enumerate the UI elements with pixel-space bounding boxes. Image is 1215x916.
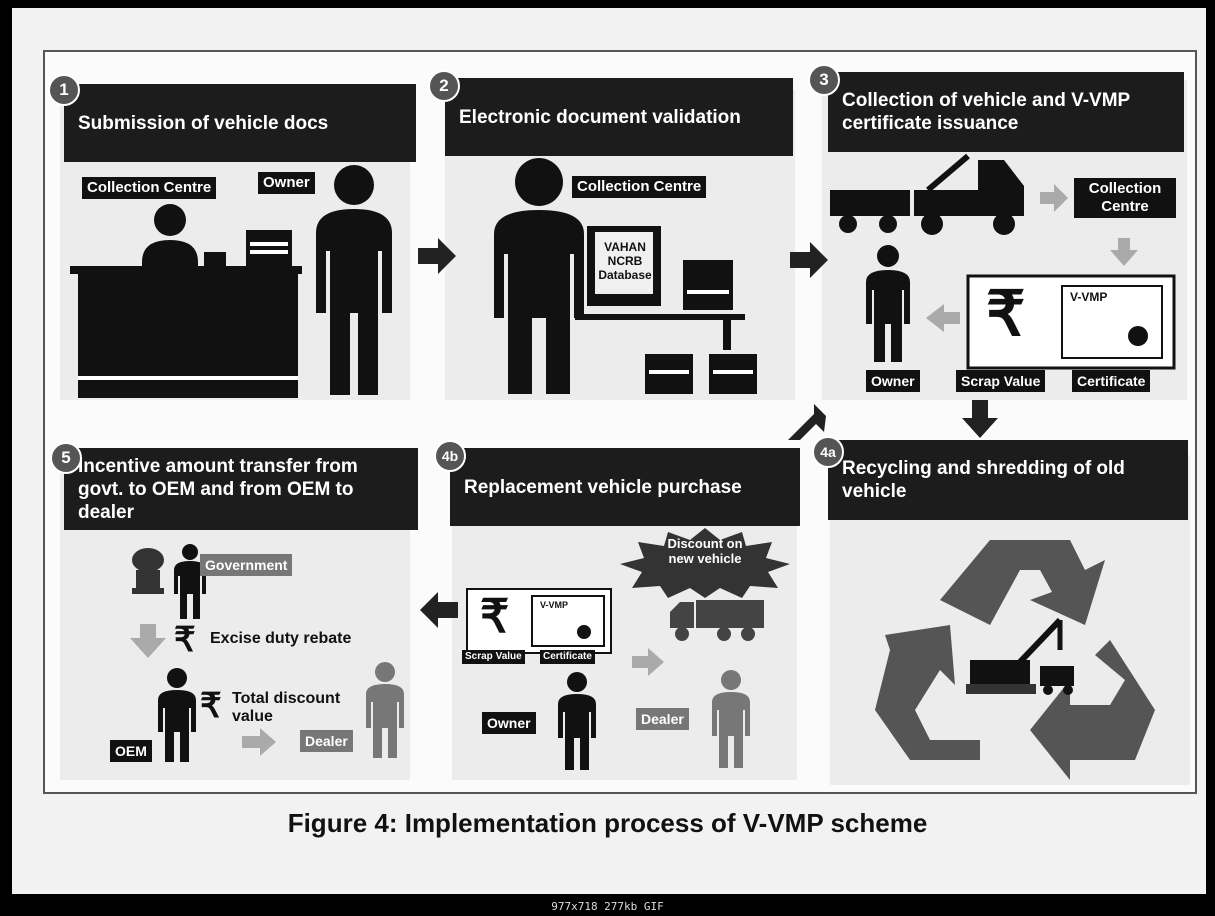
step-1-badge: 1 [48,74,80,106]
step-2-badge: 2 [428,70,460,102]
arrow-3-to-4a [962,400,998,438]
arrow-4b-to-5 [420,592,458,628]
dealer-figure-5 [366,662,404,758]
oem-figure [158,668,196,762]
vvmp-label-3: V-VMP [1070,290,1108,304]
vvmp-label-4b: V-VMP [540,600,569,610]
certificate-label-3: Certificate [1072,370,1151,392]
owner-label-3: Owner [866,370,920,392]
arrow-truck-to-centre [1040,184,1068,212]
step-3-badge: 3 [808,64,840,96]
collection-centre-label-1: Collection Centre [82,177,217,199]
certificate-box-4b [466,588,612,654]
counter-stripe [78,376,298,380]
figure-caption: Figure 4: Implementation process of V-VM… [287,808,928,838]
arrow-1-to-2 [418,238,456,274]
arrow-gov-to-oem [130,624,166,658]
step-4b-badge: 4b [434,440,466,472]
arrow-owner-to-dealer [632,648,664,676]
step-5-header: Incentive amount transfer from govt. to … [64,448,418,530]
computer-desk-illustration [575,226,757,394]
rupee-icon-4b: ₹ [480,590,510,642]
arrow-cert-to-owner [926,304,960,332]
official-figure-2 [494,158,584,394]
certificate-box [966,274,1176,370]
desk-leg [723,320,731,350]
doc-stack-1 [246,230,292,266]
discount-label: Discount on new vehicle [667,536,743,566]
recycle-icon [875,540,1155,780]
rupee-icon-3: ₹ [986,280,1026,349]
dealer-label-4b: Dealer [636,708,689,730]
owner-figure-4b [558,672,596,770]
owner-label-4b: Owner [482,712,536,734]
step-4b-title: Replacement vehicle purchase [464,476,742,498]
emblem-icon [132,548,164,594]
database-label: VAHAN NCRB Database [598,240,652,282]
certificate-label-4b: Certificate [540,650,595,664]
desk-top [575,314,745,320]
rupee-icon-5a: ₹ [174,621,196,659]
scrap-value-label-3: Scrap Value [956,370,1046,392]
new-truck-icon [670,600,764,641]
step-4a-header: Recycling and shredding of old vehicle [828,440,1188,520]
dump-truck-icon [1040,666,1074,686]
clerk-body [142,240,198,270]
arrow-oem-to-dealer [242,728,276,756]
doc-stack-2 [683,260,733,310]
arrow-3-to-4b [788,404,826,440]
owner-figure-3 [866,245,910,362]
step-4a-badge: 4a [812,436,844,468]
total-discount-label: Total discount value [232,690,341,725]
image-info-bar: 977x718 277kb GIF [0,897,1215,916]
dealer-label-5: Dealer [300,730,353,752]
step-1-header: Submission of vehicle docs [64,84,416,162]
collection-centre-label-2: Collection Centre [572,176,707,198]
clerk-head [154,204,186,236]
step-3-title: Collection of vehicle and V-VMP certific… [842,90,1130,134]
rupee-icon-5b: ₹ [200,687,222,725]
step-5-title: Incentive amount transfer from govt. to … [78,455,358,523]
government-figure [174,544,206,619]
step-4b-header: Replacement vehicle purchase [450,448,800,526]
discount-starburst [620,528,790,598]
step-4a-title: Recycling and shredding of old vehicle [842,458,1125,502]
counter-top [70,266,302,274]
counter-desk-illustration [70,204,302,398]
excavator-icon [970,660,1030,684]
step-2-title: Electronic document validation [459,106,741,128]
owner-figure-1 [316,165,392,395]
government-label: Government [200,554,293,576]
owner-label-1: Owner [258,172,315,194]
step-3-header: Collection of vehicle and V-VMP certific… [828,72,1184,152]
arrow-centre-down [1110,238,1138,266]
step-2-header: Electronic document validation [445,78,793,156]
step-1-title: Submission of vehicle docs [78,112,329,134]
arrow-2-to-3 [790,242,828,278]
excise-label: Excise duty rebate [210,630,352,647]
dealer-figure-4b [712,670,750,768]
oem-label: OEM [110,740,152,762]
step-5-badge: 5 [50,442,82,474]
tow-truck-icon [830,153,1024,235]
collection-centre-label-3: Collection Centre [1074,178,1176,218]
scrap-value-label-4b: Scrap Value [462,650,525,664]
register-icon [204,252,226,266]
